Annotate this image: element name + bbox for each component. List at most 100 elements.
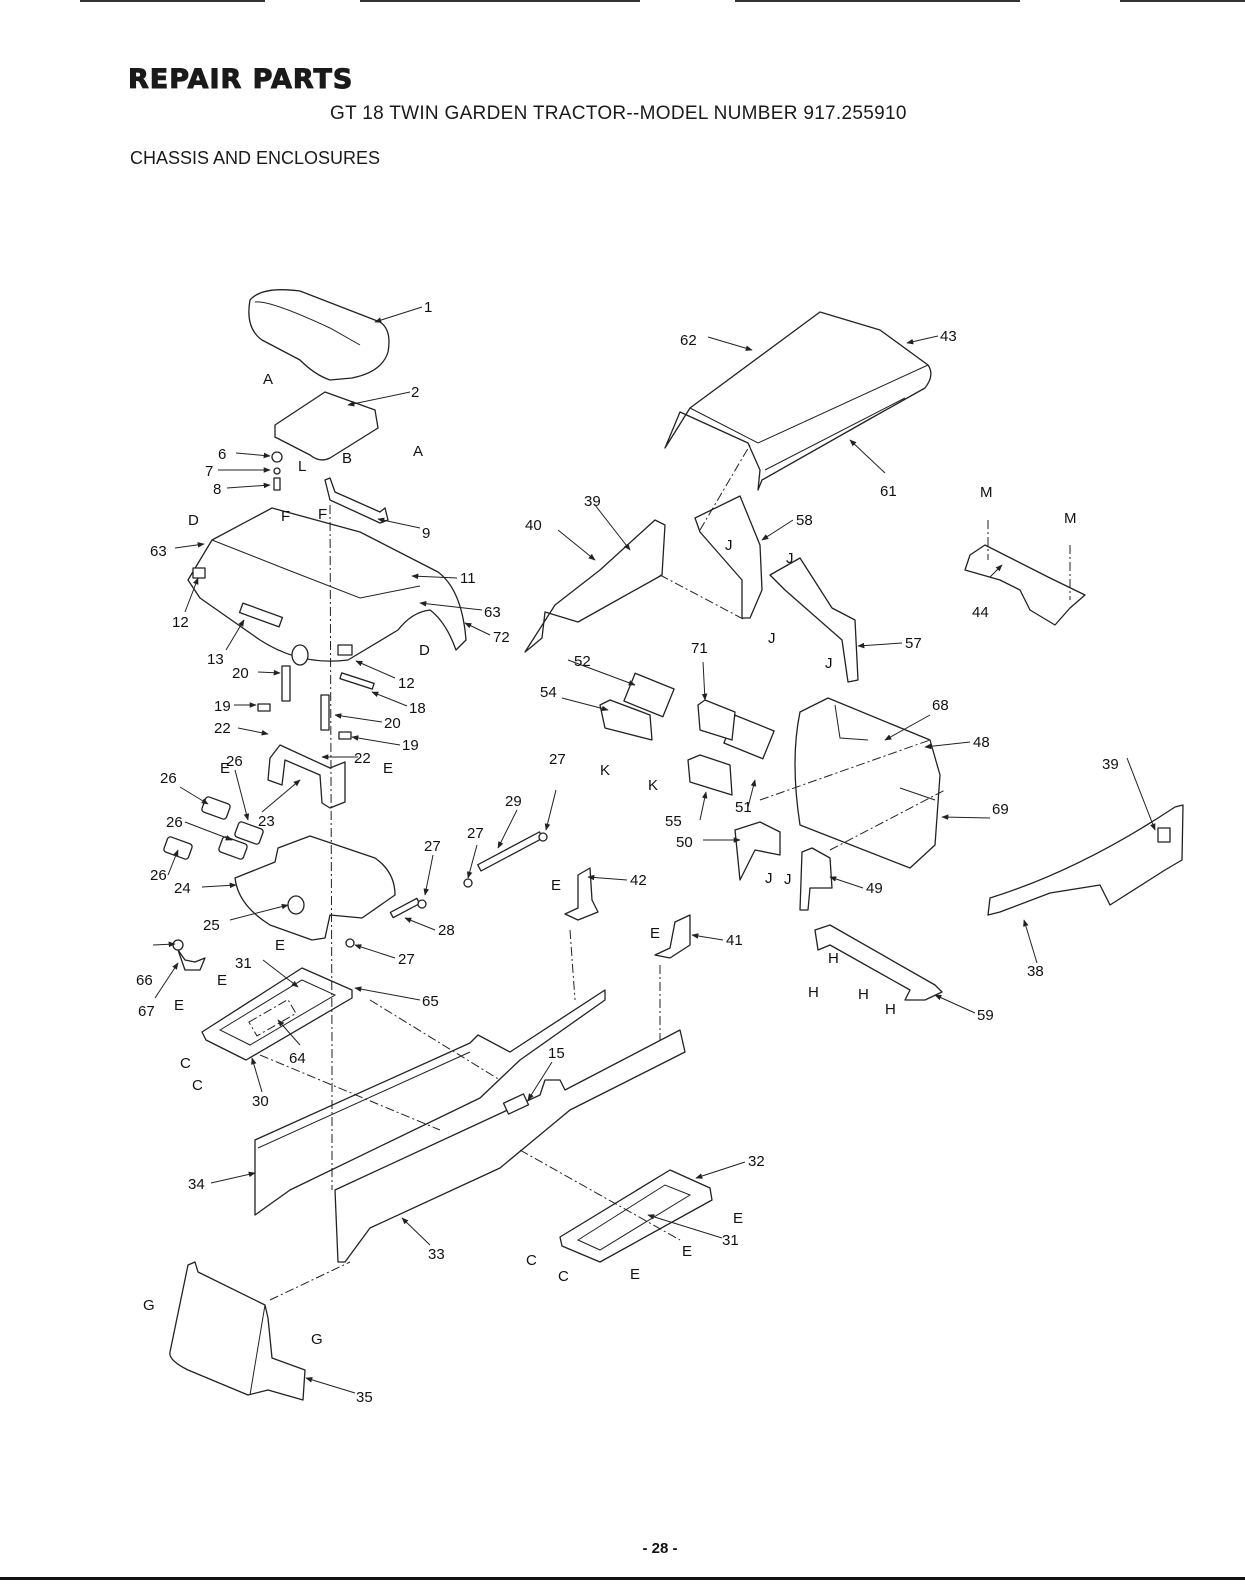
callout-fuel-line-long[interactable]: 29 — [505, 793, 522, 810]
callout-clamp-d[interactable]: 27 — [398, 951, 415, 968]
hood-support-part[interactable] — [814, 924, 943, 1001]
callout-footrest-right[interactable]: 32 — [748, 1153, 765, 1170]
callout-rear-plate[interactable]: 35 — [356, 1389, 373, 1406]
callout-pin-right[interactable]: 22 — [354, 750, 371, 767]
callout-grille-bracket-right[interactable]: 49 — [866, 880, 883, 897]
callout-headlight-bracket-left[interactable]: 54 — [540, 684, 557, 701]
fuel-line-short-part[interactable] — [389, 897, 421, 919]
headlight-bracket-right-part[interactable] — [687, 754, 733, 796]
fender-part[interactable] — [187, 507, 467, 666]
callout-footrest-bolt[interactable]: 65 — [422, 993, 439, 1010]
seat-part[interactable] — [248, 289, 390, 381]
callout-latch-spring[interactable]: 67 — [138, 1003, 155, 1020]
callout-hood[interactable]: 43 — [940, 328, 957, 345]
washer-part[interactable] — [271, 451, 283, 463]
hood-part[interactable] — [664, 311, 932, 491]
callout-hood-trim-side[interactable]: 61 — [880, 483, 897, 500]
grille-housing-part[interactable] — [794, 697, 941, 869]
callout-bracket-42[interactable]: 42 — [630, 872, 647, 889]
callout-pin-left[interactable]: 22 — [214, 720, 231, 737]
callout-fuel-line-short[interactable]: 28 — [438, 922, 455, 939]
callout-decal-rear[interactable]: 13 — [207, 651, 224, 668]
callout-pad-c[interactable]: 26 — [166, 814, 183, 831]
callout-grille[interactable]: 68 — [932, 697, 949, 714]
seat-hinge-part[interactable] — [324, 477, 389, 524]
callout-bolt[interactable]: 8 — [213, 481, 221, 498]
callout-bumper-left[interactable]: 19 — [214, 698, 231, 715]
callout-bumper-right[interactable]: 19 — [402, 737, 419, 754]
pad-d-part[interactable] — [163, 836, 193, 860]
seat-switch-bracket-part[interactable] — [339, 672, 375, 690]
callout-hood-hinge-left[interactable]: 58 — [796, 512, 813, 529]
bumper-left-part[interactable] — [257, 703, 271, 712]
callout-fender[interactable]: 11 — [460, 570, 476, 587]
callout-light-bar[interactable]: 71 — [691, 640, 708, 657]
callout-hood-trim-front[interactable]: 62 — [680, 332, 697, 349]
callout-hood-hinge-right[interactable]: 57 — [905, 635, 922, 652]
callout-clamp-b[interactable]: 27 — [549, 751, 566, 768]
pad-c-part[interactable] — [218, 836, 248, 860]
callout-headlight-bracket-right[interactable]: 55 — [665, 813, 682, 830]
headlight-housing-left-part[interactable] — [623, 672, 675, 718]
side-panel-left-part[interactable] — [524, 519, 666, 653]
grille-bracket-right-part[interactable] — [799, 847, 833, 911]
callout-seat[interactable]: 1 — [424, 299, 432, 316]
callout-grille-bracket-left[interactable]: 50 — [676, 834, 693, 851]
light-bar-part[interactable] — [697, 699, 736, 741]
callout-fender-trim-right[interactable]: 63 — [484, 604, 501, 621]
hood-hinge-right-part[interactable] — [769, 557, 859, 683]
callout-decal-frame[interactable]: 15 — [548, 1045, 565, 1062]
callout-side-panel-right[interactable]: 38 — [1027, 963, 1044, 980]
callout-decal-right[interactable]: 12 — [398, 675, 415, 692]
callout-pad-a[interactable]: 26 — [160, 770, 177, 787]
hood-hinge-left-part[interactable] — [694, 495, 763, 619]
bolt-part[interactable] — [273, 477, 281, 491]
callout-headlight-housing-right[interactable]: 51 — [735, 799, 752, 816]
callout-decal-side-left[interactable]: 39 — [584, 493, 601, 510]
callout-heat-shield[interactable]: 44 — [972, 604, 989, 621]
fuel-tank-part[interactable] — [234, 835, 396, 941]
bracket-42-part[interactable] — [564, 867, 599, 921]
callout-lock-washer[interactable]: 7 — [205, 463, 213, 480]
callout-hood-latch[interactable]: 66 — [136, 972, 153, 989]
spring-right-part[interactable] — [320, 694, 330, 731]
frame-left-part[interactable] — [254, 989, 606, 1216]
callout-fuel-cap[interactable]: 25 — [203, 917, 220, 934]
callout-fender-edge[interactable]: 72 — [493, 629, 510, 646]
callout-clamp-c[interactable]: 27 — [424, 838, 441, 855]
spring-left-part[interactable] — [281, 665, 291, 702]
callout-grille-housing[interactable]: 48 — [973, 734, 990, 751]
lock-washer-part[interactable] — [273, 467, 281, 475]
callout-pad-b[interactable]: 26 — [226, 753, 243, 770]
hood-latch-part[interactable] — [172, 939, 206, 971]
fender-bracket-part[interactable] — [267, 744, 346, 809]
callout-spring-right[interactable]: 20 — [384, 715, 401, 732]
bracket-41-part[interactable] — [654, 914, 691, 959]
callout-footpad-right[interactable]: 31 — [722, 1232, 739, 1249]
seat-pan-part[interactable] — [274, 391, 379, 461]
frame-right-part[interactable] — [334, 1029, 686, 1263]
callout-frame-right[interactable]: 33 — [428, 1246, 445, 1263]
callout-seat-switch-bracket[interactable]: 18 — [409, 700, 426, 717]
callout-fender-trim-left[interactable]: 63 — [150, 543, 167, 560]
callout-washer[interactable]: 6 — [218, 446, 226, 463]
callout-bracket-41[interactable]: 41 — [726, 932, 743, 949]
grille-bracket-left-part[interactable] — [734, 821, 781, 881]
callout-fuel-tank[interactable]: 24 — [174, 880, 191, 897]
callout-side-panel-left[interactable]: 40 — [525, 517, 542, 534]
callout-fender-bracket[interactable]: 23 — [258, 813, 275, 830]
callout-clamp-a[interactable]: 27 — [467, 825, 484, 842]
callout-decal-left[interactable]: 12 — [172, 614, 189, 631]
callout-spring-left[interactable]: 20 — [232, 665, 249, 682]
callout-frame-left[interactable]: 34 — [188, 1176, 205, 1193]
callout-pad-d[interactable]: 26 — [150, 867, 167, 884]
callout-footpad-insert[interactable]: 64 — [289, 1050, 306, 1067]
callout-footrest-left[interactable]: 30 — [252, 1093, 269, 1110]
callout-decal-side-right[interactable]: 39 — [1102, 756, 1119, 773]
bumper-right-part[interactable] — [338, 731, 352, 740]
clamp-a-part[interactable] — [463, 878, 473, 888]
rear-plate-part[interactable] — [169, 1261, 306, 1401]
fuel-line-long-part[interactable] — [477, 831, 544, 872]
clamp-c-part[interactable] — [417, 899, 427, 909]
footrest-right-part[interactable] — [559, 1169, 713, 1263]
